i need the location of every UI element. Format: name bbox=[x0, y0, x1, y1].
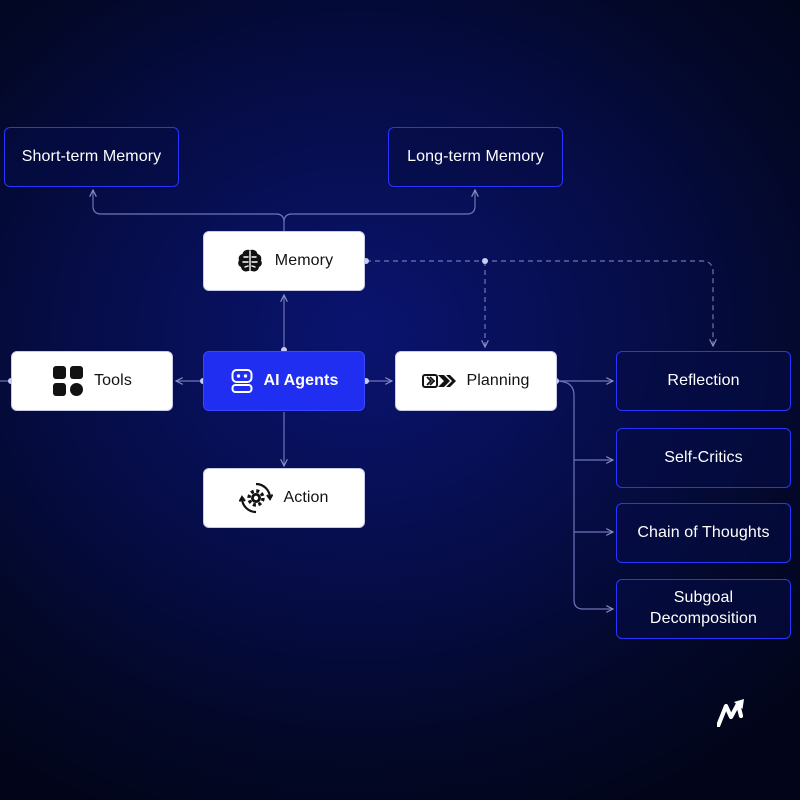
memory-node: Memory bbox=[203, 231, 365, 291]
self-critics-label: Self-Critics bbox=[664, 448, 743, 466]
connector-memory-to-long-term bbox=[283, 190, 475, 223]
gear-cycle-icon bbox=[239, 481, 274, 515]
junction-dot bbox=[482, 258, 488, 264]
chevrons-icon bbox=[422, 373, 457, 389]
brain-icon bbox=[235, 246, 265, 276]
chain-of-thoughts-label: Chain of Thoughts bbox=[637, 523, 770, 541]
connector-memory-to-short-term bbox=[93, 190, 285, 231]
action-node: Action bbox=[203, 468, 365, 528]
action-label: Action bbox=[283, 489, 329, 506]
brand-logo-icon bbox=[717, 699, 744, 727]
grid-shapes-icon bbox=[52, 365, 84, 397]
chain-of-thoughts-node: Chain of Thoughts bbox=[616, 503, 791, 563]
ai-agents-node: AI Agents bbox=[203, 351, 365, 411]
long-term-memory-label: Long-term Memory bbox=[407, 147, 544, 165]
short-term-memory-label: Short-term Memory bbox=[21, 147, 162, 165]
ai-agents-label: AI Agents bbox=[263, 372, 339, 389]
tools-label: Tools bbox=[94, 372, 132, 389]
reflection-label: Reflection bbox=[667, 371, 740, 389]
planning-label: Planning bbox=[466, 372, 530, 389]
robot-icon bbox=[230, 368, 254, 394]
reflection-node: Reflection bbox=[616, 351, 791, 411]
memory-label: Memory bbox=[274, 252, 334, 269]
subgoal-decomposition-label: Subgoal Decomposition bbox=[649, 589, 758, 627]
connector-memory-to-reflection-dashed bbox=[366, 260, 713, 346]
subgoal-decomposition-node: Subgoal Decomposition bbox=[616, 579, 791, 639]
self-critics-node: Self-Critics bbox=[616, 428, 791, 488]
short-term-memory-node: Short-term Memory bbox=[4, 127, 179, 187]
long-term-memory-node: Long-term Memory bbox=[388, 127, 563, 187]
tools-node: Tools bbox=[11, 351, 173, 411]
connector-planning-trunk bbox=[555, 380, 613, 609]
planning-node: Planning bbox=[395, 351, 557, 411]
